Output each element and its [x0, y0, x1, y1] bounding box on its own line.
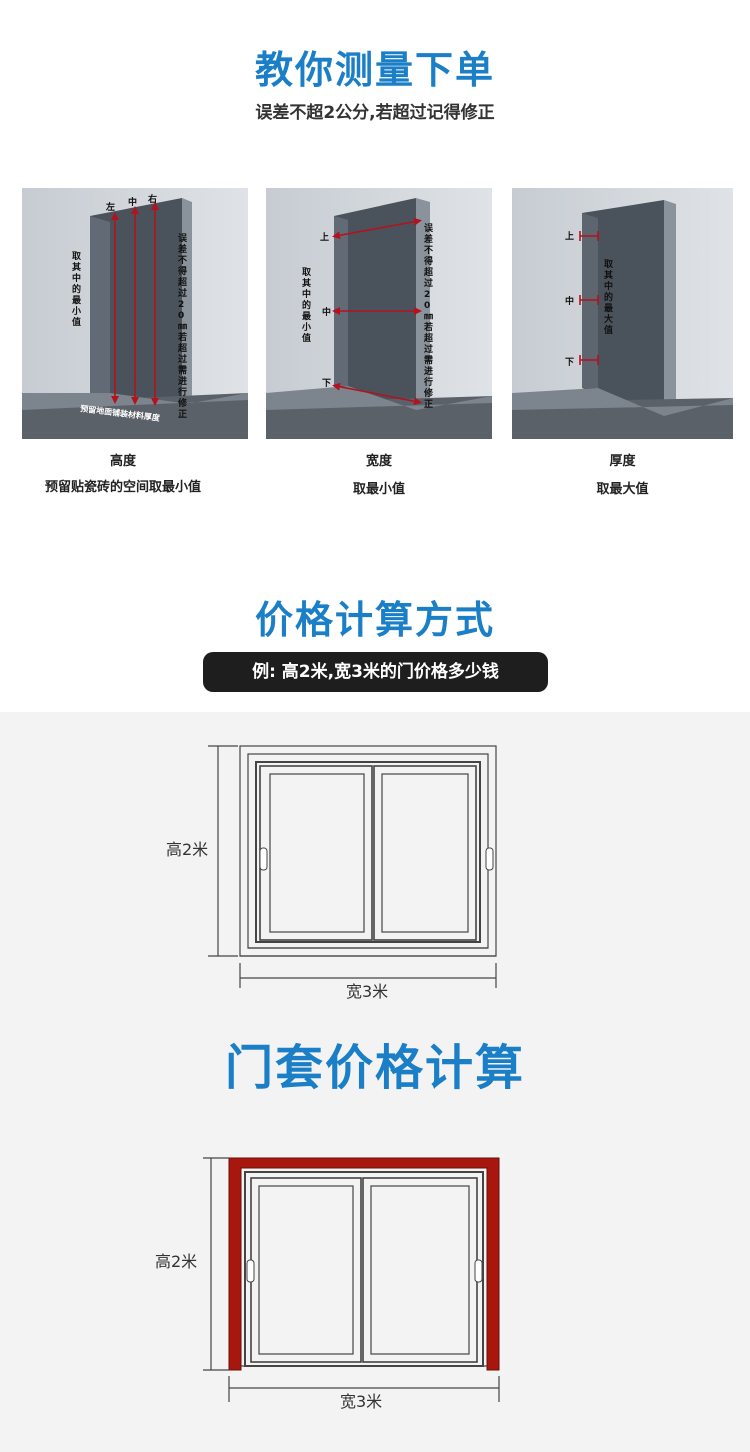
diagram1-height-label: 高2米: [166, 840, 209, 859]
height-desc: 预留贴瓷砖的空间取最小值: [44, 480, 201, 495]
measure-subtitle: 误差不超2公分,若超过记得修正: [255, 103, 495, 123]
frame-price-title: 门套价格计算: [224, 1040, 525, 1096]
height-caption: 高度: [109, 454, 136, 469]
note-min-value: 取其中的最小值: [302, 268, 312, 344]
label-middle: 中: [565, 297, 575, 307]
note-max-value: 取其中的最大值: [604, 260, 614, 336]
price-example-pill: 例: 高2米,宽3米的门价格多少钱: [203, 652, 548, 692]
door-diagram-plain: [208, 745, 497, 988]
width-measure-image: 上 中 下 取其中的最小值 误差不得超过20㎜若超过需进行修正: [266, 188, 492, 439]
label-bottom: 下: [322, 379, 332, 389]
diagram1-width-label: 宽3米: [346, 982, 389, 1001]
width-desc: 取最小值: [352, 482, 405, 497]
label-middle: 中: [322, 308, 332, 318]
price-title: 价格计算方式: [254, 598, 495, 642]
measure-title: 教你测量下单: [254, 48, 495, 92]
note-tolerance: 误差不得超过20㎜若超过需进行修正: [178, 234, 188, 420]
thickness-caption: 厚度: [609, 454, 636, 469]
note-tolerance: 误差不得超过20㎜若超过需进行修正: [424, 224, 434, 410]
label-middle: 中: [128, 198, 138, 208]
label-top: 上: [320, 233, 330, 243]
diagram2-height-label: 高2米: [155, 1252, 198, 1271]
label-top: 上: [565, 232, 575, 242]
note-min-value: 取其中的最小值: [72, 252, 82, 328]
thickness-measure-image: 上 中 下 取其中的最大值: [512, 188, 733, 439]
door-diagram-frame: [203, 1157, 500, 1402]
thickness-desc: 取最大值: [596, 482, 649, 497]
width-caption: 宽度: [365, 454, 392, 469]
diagram-background: [0, 712, 750, 1452]
label-left: 左: [106, 203, 116, 213]
diagram2-width-label: 宽3米: [340, 1392, 383, 1411]
label-right: 右: [148, 195, 158, 205]
label-bottom: 下: [565, 358, 575, 368]
height-measure-image: 左 中 右 取其中的最小值 误差不得超过20㎜若超过需进行修正 预留地面铺装材料…: [22, 188, 248, 439]
